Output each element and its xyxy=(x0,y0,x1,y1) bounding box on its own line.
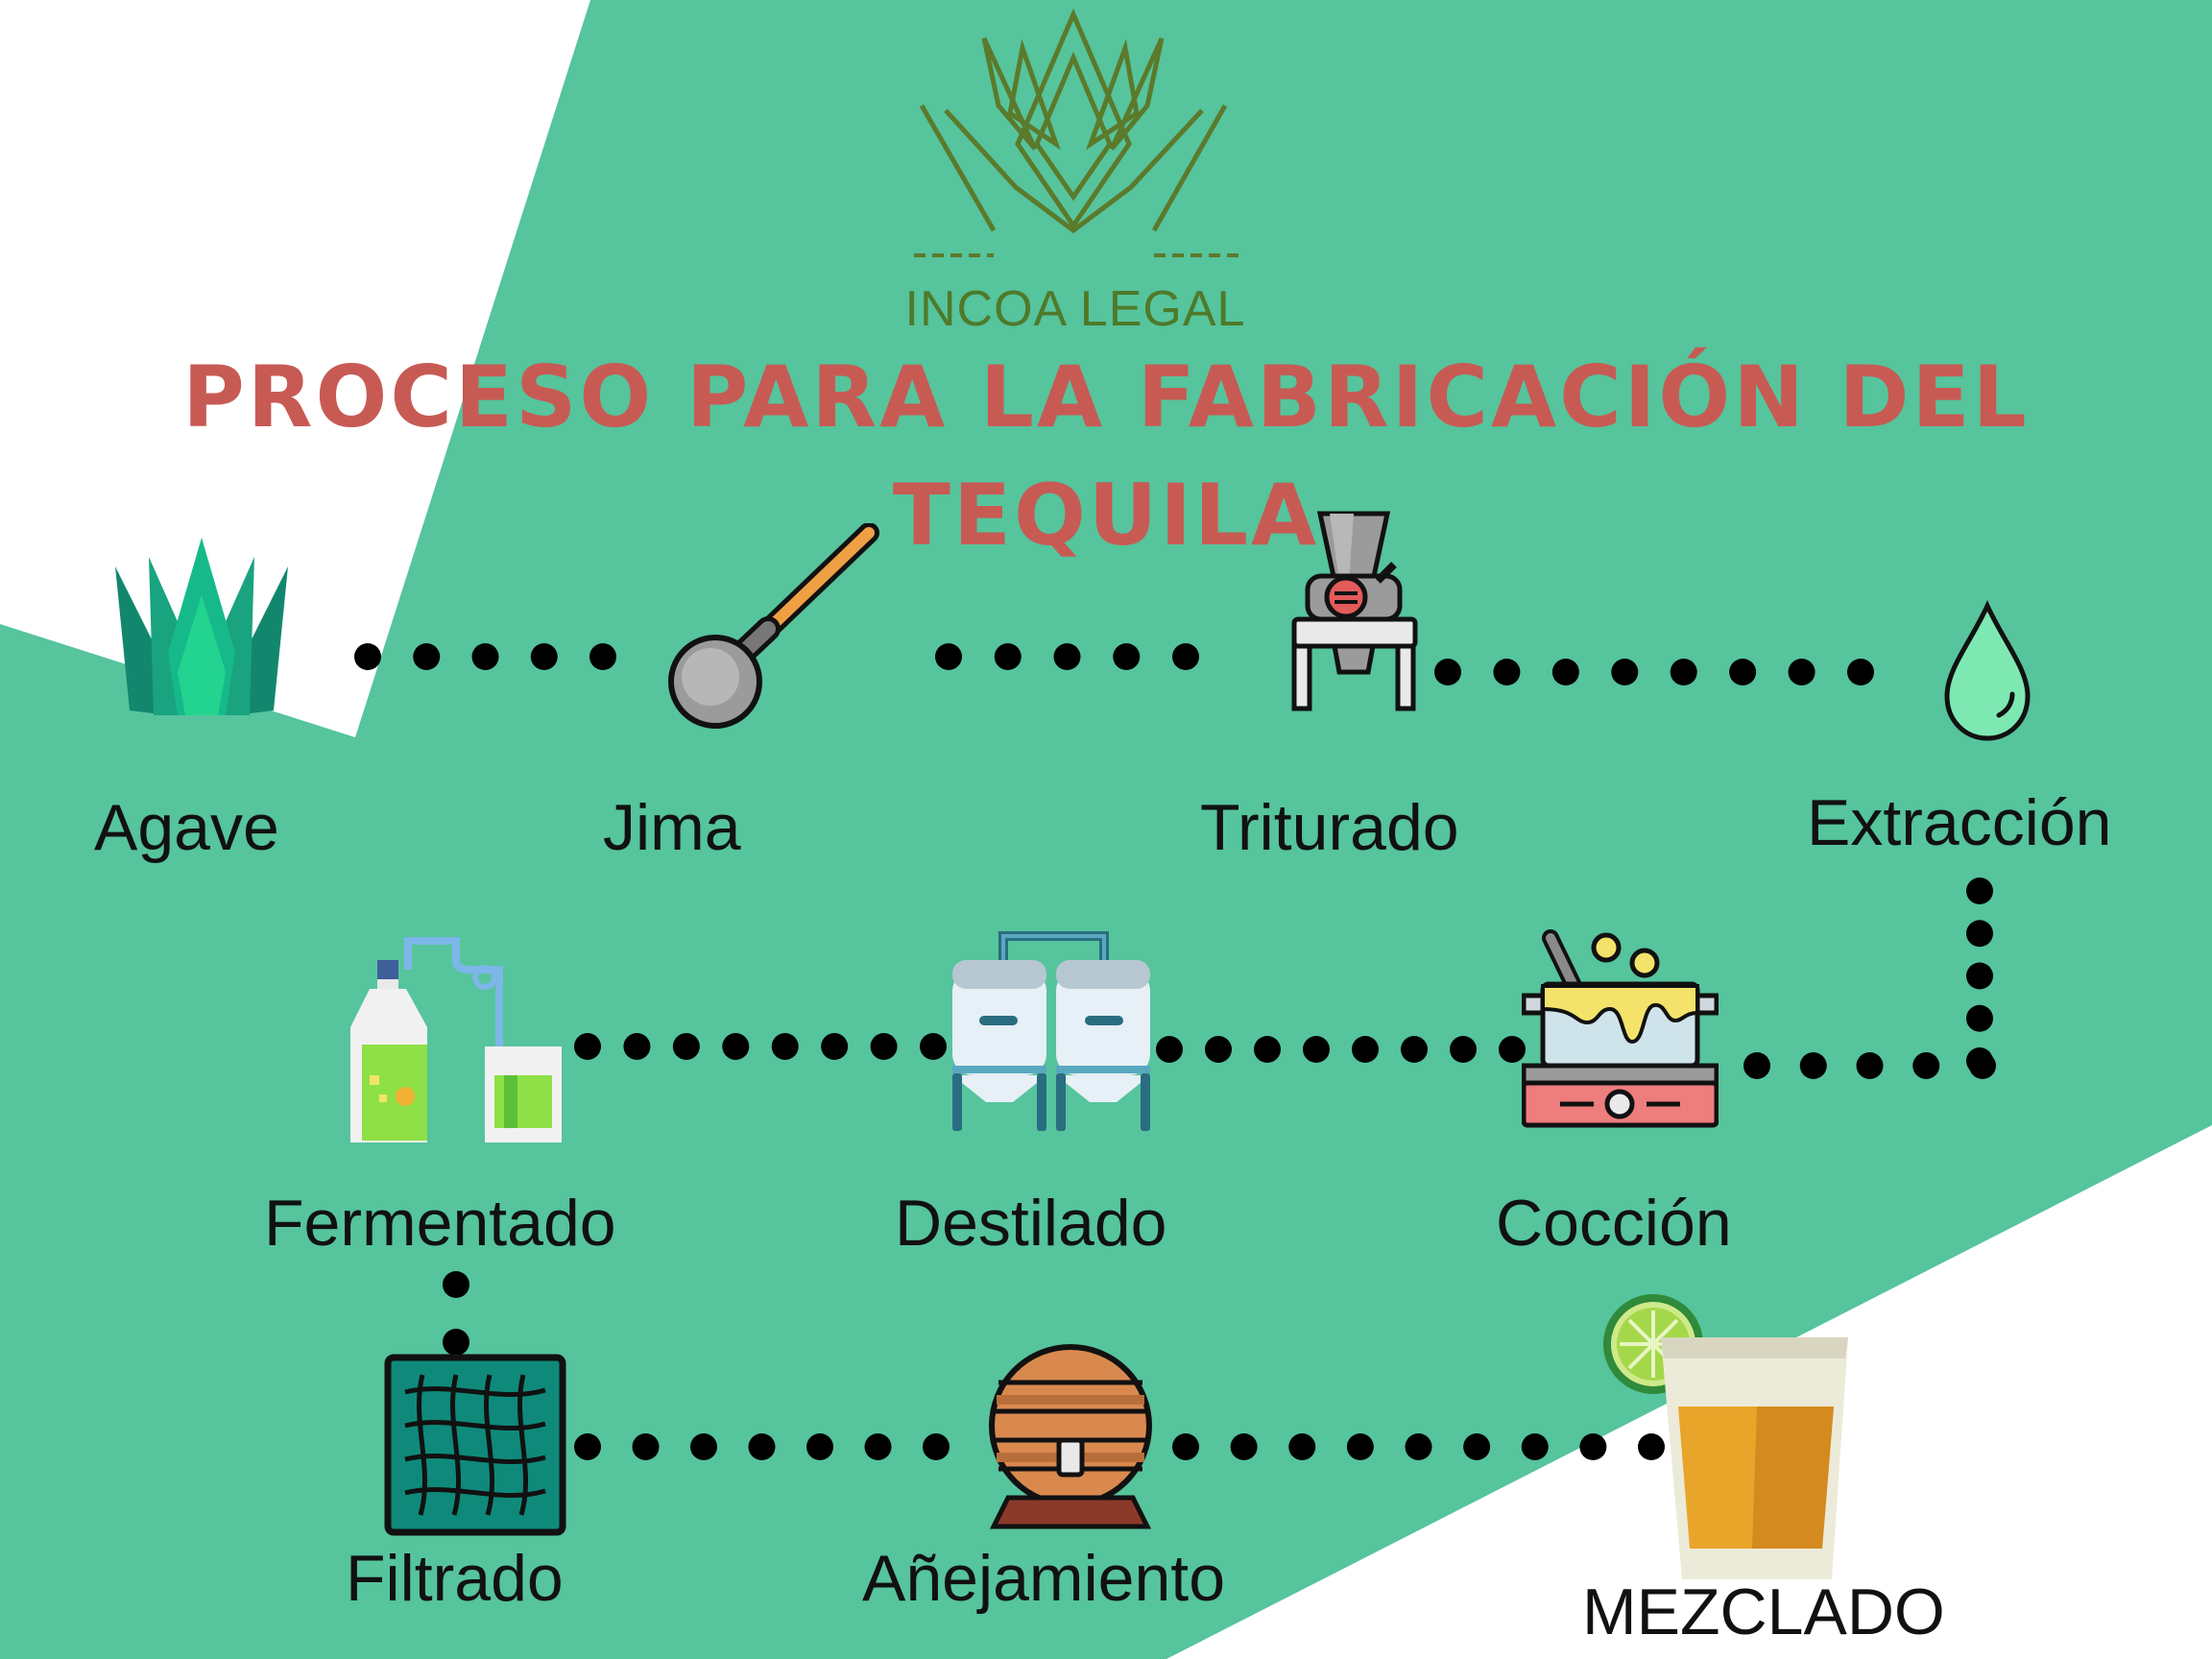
step-label-filtrado: Filtrado xyxy=(346,1542,564,1615)
connector-dot xyxy=(1352,1036,1379,1063)
step-label-jima: Jima xyxy=(603,791,741,864)
connector-dot xyxy=(920,1033,947,1060)
connector-dot xyxy=(1611,659,1639,685)
grinder-machine-icon xyxy=(1291,511,1418,711)
connector-dot xyxy=(672,1033,700,1060)
connector-dot xyxy=(1230,1433,1258,1460)
connector-dot xyxy=(1303,1036,1330,1063)
connector-dot xyxy=(1346,1433,1374,1460)
connector-dot xyxy=(1729,659,1757,685)
incoa-legal-logo-icon xyxy=(914,8,1238,257)
connector-dot xyxy=(1405,1433,1432,1460)
connector-dot xyxy=(1966,962,1993,990)
connector-dot xyxy=(821,1033,849,1060)
cooking-pot-icon xyxy=(1522,929,1719,1128)
connector-dot xyxy=(994,643,1022,670)
connector-dot xyxy=(1450,1036,1477,1063)
connector-dot xyxy=(1856,1052,1884,1079)
connector-dot xyxy=(1156,1036,1183,1063)
connector-dot xyxy=(870,1033,898,1060)
connector-dot xyxy=(1401,1036,1428,1063)
page-title-line2: TEQUILA xyxy=(892,466,1320,565)
connector-dot xyxy=(413,643,441,670)
connector-dot xyxy=(574,1433,601,1460)
connector-dot xyxy=(1172,1433,1199,1460)
step-label-fermentado: Fermentado xyxy=(264,1187,616,1260)
agave-plant-icon xyxy=(115,538,288,715)
page-title-line1: PROCESO PARA LA FABRICACIÓN DEL xyxy=(182,348,2030,446)
connector-dot xyxy=(1966,878,1993,904)
step-label-triturado: Triturado xyxy=(1200,791,1459,864)
brand-name: INCOA LEGAL xyxy=(904,281,1246,337)
connector-dot xyxy=(443,1329,469,1356)
tequila-glass-lime-icon xyxy=(1603,1294,1848,1579)
filter-mesh-icon xyxy=(384,1354,566,1536)
step-label-agave: Agave xyxy=(94,791,279,864)
connector-dot xyxy=(354,643,381,670)
step-label-extraccion: Extracción xyxy=(1807,786,2112,859)
connector-dot xyxy=(471,643,499,670)
connector-dot xyxy=(530,643,558,670)
step-label-anejamiento: Añejamiento xyxy=(862,1542,1226,1615)
distillation-tanks-icon xyxy=(952,931,1150,1131)
connector-dot xyxy=(1743,1052,1770,1079)
connector-dot xyxy=(1172,643,1199,670)
connector-dot xyxy=(1254,1036,1281,1063)
connector-dot xyxy=(1966,1047,1993,1074)
connector-dot xyxy=(589,643,616,670)
connector-dot xyxy=(1551,659,1579,685)
connector-dot xyxy=(1463,1433,1491,1460)
connector-dot xyxy=(574,1033,601,1060)
connector-dot xyxy=(806,1433,833,1460)
connector-dot xyxy=(1521,1433,1549,1460)
connector-dot xyxy=(1499,1036,1526,1063)
connector-dot xyxy=(722,1033,750,1060)
connector-dot xyxy=(1788,659,1815,685)
connector-dot xyxy=(1493,659,1521,685)
connector-dot xyxy=(1434,659,1461,685)
connector-dot xyxy=(771,1033,799,1060)
connector-dot xyxy=(1966,920,1993,948)
fermentation-bottles-icon xyxy=(350,937,562,1142)
connector-dot xyxy=(1966,1004,1993,1032)
connector-dot xyxy=(748,1433,776,1460)
connector-dot xyxy=(1847,659,1874,685)
coa-tool-icon xyxy=(668,523,879,729)
barrel-icon xyxy=(989,1344,1152,1529)
connector-dot xyxy=(1205,1036,1232,1063)
step-label-coccion: Cocción xyxy=(1496,1187,1732,1260)
connector-dot xyxy=(864,1433,892,1460)
water-drop-icon xyxy=(1944,600,2031,741)
connector-dot xyxy=(632,1433,660,1460)
connector-dot xyxy=(1579,1433,1607,1460)
connector-dot xyxy=(1288,1433,1316,1460)
connector-dot xyxy=(623,1033,651,1060)
connector-dot xyxy=(1638,1433,1665,1460)
connector-dot xyxy=(935,643,962,670)
connector-dot xyxy=(1912,1052,1940,1079)
connector-dot xyxy=(923,1433,950,1460)
connector-dot xyxy=(1799,1052,1827,1079)
step-label-destilado: Destilado xyxy=(895,1187,1167,1260)
connector-dot xyxy=(690,1433,717,1460)
connector-dot xyxy=(443,1271,469,1298)
connector-dot xyxy=(1113,643,1141,670)
step-label-mezclado: MEZCLADO xyxy=(1582,1575,1945,1648)
connector-dot xyxy=(1053,643,1081,670)
connector-dot xyxy=(1670,659,1697,685)
